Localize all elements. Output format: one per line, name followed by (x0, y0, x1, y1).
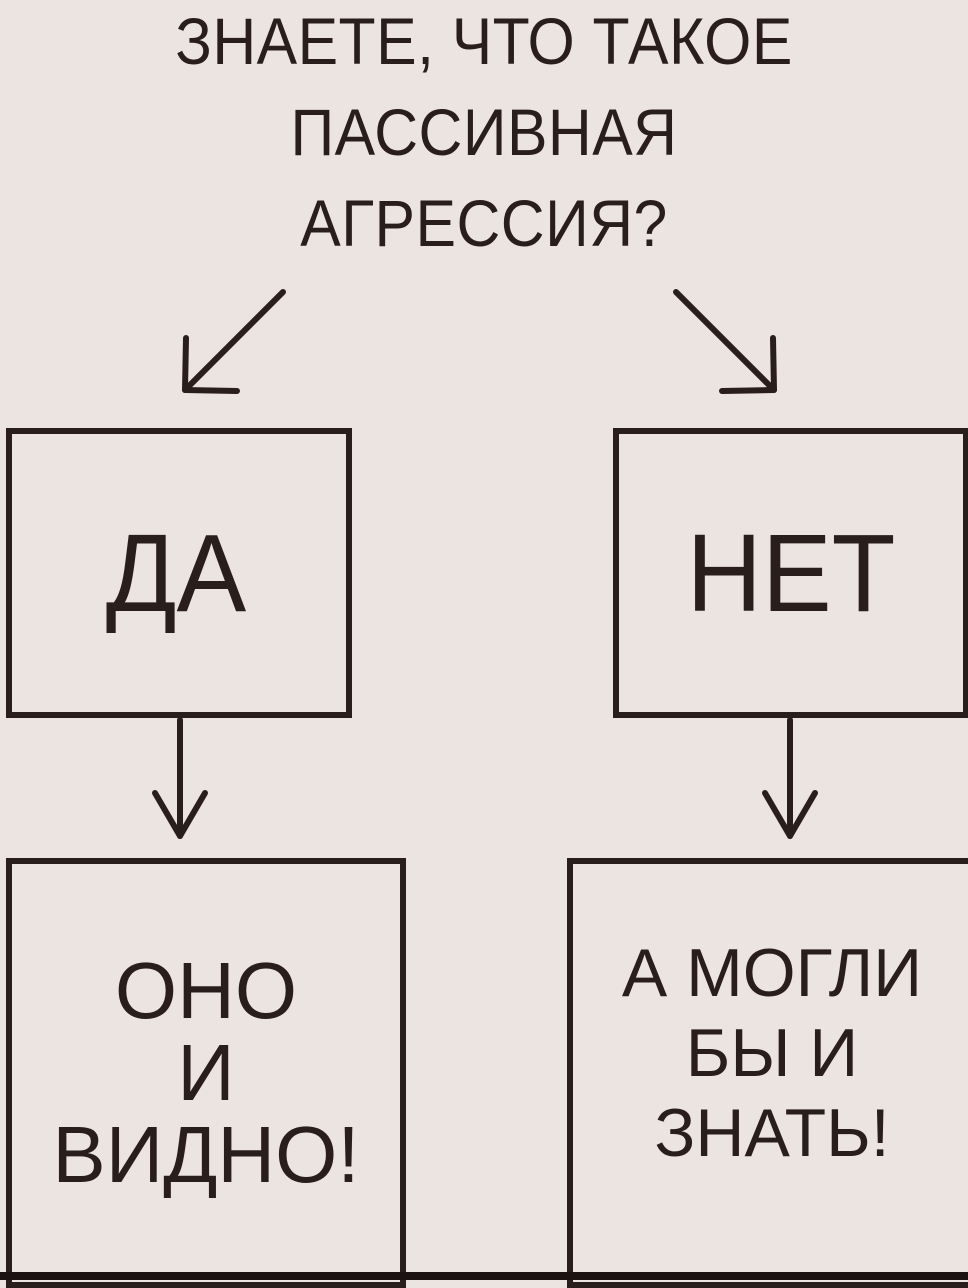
outcome-yes-line-2: И (177, 1028, 235, 1117)
question-line-3: АГРЕССИЯ? (300, 186, 668, 260)
question-line-2: ПАССИВНАЯ (290, 95, 678, 169)
answer-no-label: НЕТ (686, 511, 896, 635)
question-title: ЗНАЕТЕ, ЧТО ТАКОЕ ПАССИВНАЯ АГРЕССИЯ? (39, 0, 930, 269)
bottom-edge (0, 1272, 968, 1280)
outcome-no-line-3: ЗНАТЬ! (654, 1095, 890, 1171)
arrow-to-no-head (719, 335, 777, 394)
answer-yes-box: ДА (6, 428, 352, 718)
arrow-to-yes-head (182, 335, 240, 394)
outcome-yes-line-1: ОНО (114, 946, 298, 1035)
arrow-to-yes (182, 289, 286, 393)
arrow-no-down-head (762, 790, 818, 839)
question-line-1: ЗНАЕТЕ, ЧТО ТАКОЕ (175, 4, 793, 78)
arrow-yes-down-head (152, 790, 208, 839)
outcome-no-box: А МОГЛИ БЫ И ЗНАТЬ! (567, 858, 968, 1288)
answer-yes-label: ДА (105, 511, 247, 635)
outcome-yes-line-3: ВИДНО! (52, 1110, 360, 1199)
outcome-no-line-2: БЫ И (685, 1015, 859, 1091)
answer-no-box: НЕТ (613, 428, 968, 718)
outcome-yes-box: ОНО И ВИДНО! (6, 858, 406, 1288)
arrow-to-no (673, 289, 777, 393)
outcome-no-line-1: А МОГЛИ (621, 935, 923, 1011)
